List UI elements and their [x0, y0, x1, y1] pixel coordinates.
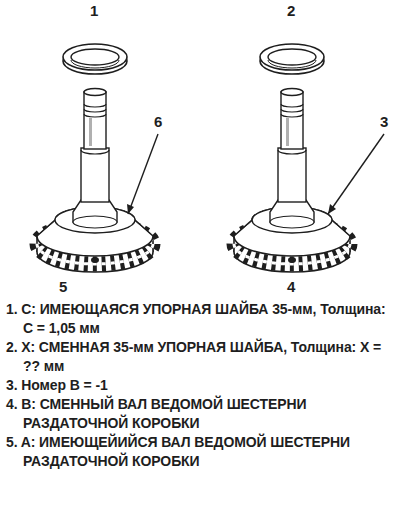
- parts-list-item: 1. C: ИМЕЮЩАЯСЯ УПОРНАЯ ШАЙБА 35-мм, Тол…: [6, 300, 394, 338]
- callout-number: 4: [285, 279, 297, 295]
- thrust-washer: [63, 44, 127, 74]
- parts-list-item: 5. A: ИМЕЮЩЕЙИЙСЯ ВАЛ ВЕДОМОЙ ШЕСТЕРНИ Р…: [6, 433, 394, 471]
- parts-list-item: 2. X: СМЕННАЯ 35-мм УПОРНАЯ ШАЙБА, Толщи…: [6, 338, 394, 376]
- callout-number: 2: [285, 3, 297, 19]
- parts-list: 1. C: ИМЕЮЩАЯСЯ УПОРНАЯ ШАЙБА 35-мм, Тол…: [6, 300, 394, 471]
- callout-number: 1: [88, 3, 100, 19]
- thrust-washer: [260, 44, 324, 74]
- driven-gear-shaft: [234, 89, 350, 273]
- callout-number: 5: [57, 279, 69, 295]
- callout-number: 6: [152, 114, 164, 130]
- leader-line: [328, 134, 384, 214]
- leader-arrowhead: [328, 204, 336, 214]
- callout-number: 3: [378, 114, 390, 130]
- leader-arrowhead: [127, 204, 134, 214]
- driven-gear-shaft: [37, 89, 153, 273]
- leader-line: [128, 134, 158, 214]
- parts-list-item: 3. Номер B = -1: [6, 376, 394, 395]
- parts-list-item: 4. B: СМЕННЫЙ ВАЛ ВЕДОМОЙ ШЕСТЕРНИ РАЗДА…: [6, 395, 394, 433]
